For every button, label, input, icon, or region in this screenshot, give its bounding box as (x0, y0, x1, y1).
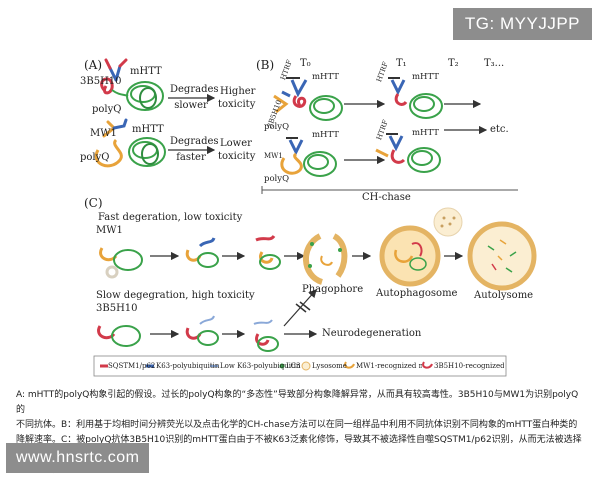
panel-b-t0-lower-complex (280, 137, 337, 177)
legend-item-p62: SQSTM1/p62 (108, 362, 156, 370)
panel-c-fast-title: Fast degeration, low toxicity (98, 212, 243, 223)
panel-a-row2-toxicity-level: Lower (220, 138, 252, 149)
legend-item-lc3: LC3 (286, 362, 301, 370)
caption-line-1: A: mHTT的polyQ构象引起的假设。过长的polyQ构象的“多态性”导致部… (16, 390, 579, 415)
panel-a-row1-target: mHTT (130, 66, 162, 77)
panel-a-row2-target: mHTT (132, 124, 164, 135)
panel-b-time-t1: T₁ (396, 58, 407, 69)
legend-item-3b5h10-species: 3B5H10-recognized mHTT species (434, 362, 504, 370)
legend-item-mw1-species: MW1-recognized mHTT species (356, 362, 422, 370)
panel-a-row1-toxicity-level: Higher (220, 86, 256, 97)
panel-b-t0-upper-complex (273, 77, 343, 121)
panel-a-row1-degrades: Degrades (170, 84, 219, 95)
panel-a-row2-degrades: Degrades (170, 136, 219, 147)
panel-b-etc: etc. (490, 124, 509, 135)
panel-c-fast-mhtt (99, 247, 143, 279)
panel-b-time-t0: T₀ (300, 58, 311, 69)
panel-c-neurodegeneration-label: Neurodegeneration (322, 328, 422, 339)
panel-a-row1-rate: slower (174, 100, 208, 111)
legend-box (93, 355, 507, 377)
panel-b-polyq-upper: polyQ (264, 122, 290, 132)
panel-b-t1-upper-complex (388, 77, 443, 119)
panel-b-mhtt-t0-lower: mHTT (312, 130, 339, 140)
panel-c-autolysome-label: Autolysome (474, 290, 534, 301)
panel-a-row1-polyq: polyQ (92, 104, 122, 115)
panel-b-polyq-lower: polyQ (264, 174, 290, 184)
panel-b (261, 77, 518, 194)
panel-c-slow-no-p62 (253, 319, 279, 352)
panel-b-mhtt-t1-upper: mHTT (412, 72, 439, 82)
panel-c-phagophore (303, 233, 348, 285)
panel-b-time-t2: T₂ (448, 58, 459, 69)
panel-c-fast-ubiquitinated (185, 237, 219, 268)
legend-item-k63: K63-polyubiquitin (156, 362, 220, 370)
panel-a-row2-polyq: polyQ (80, 152, 110, 163)
panel-c-phagophore-label: Phagophore (302, 284, 364, 295)
panel-c-slow-mhtt (97, 325, 141, 347)
panel-c-p62-binding (255, 235, 281, 270)
panel-c-label: (C) (84, 196, 103, 210)
panel-c (93, 207, 537, 377)
panel-a-row1-toxicity: toxicity (218, 99, 256, 110)
panel-a (94, 58, 216, 168)
panel-c-lysosome (433, 207, 463, 237)
panel-a-row2-antibody: MW1 (90, 128, 117, 139)
panel-b-label: (B) (256, 58, 275, 72)
panel-b-mhtt-t1-lower: mHTT (412, 128, 439, 138)
panel-a-row2-rate: faster (176, 152, 206, 163)
panel-a-row1-antibody: 3B5H10 (80, 76, 122, 87)
panel-a-label: (A) (84, 58, 103, 72)
panel-b-mhtt-t0-upper: mHTT (312, 72, 339, 82)
tg-badge: TG: MYYJJPP (452, 8, 592, 40)
legend-item-lysosome: Lysosome (312, 362, 347, 370)
panel-c-autophagosome (379, 225, 441, 287)
legend-item-low-k63: Low K63-polyubiquitin (220, 362, 301, 370)
panel-a-row2-mhtt-protein (94, 118, 166, 168)
panel-c-autophagosome-label: Autophagosome (376, 288, 458, 299)
panel-b-chase-label: CH-chase (362, 192, 411, 203)
panel-a-row1-mhtt-protein (100, 58, 164, 111)
panel-c-3b5h10-label: 3B5H10 (96, 303, 138, 314)
panel-a-row2-toxicity: toxicity (218, 151, 256, 162)
panel-b-time-t3: T₃... (484, 58, 505, 69)
panel-c-slow-low-ubiquitin (185, 315, 219, 346)
caption-line-2: 不同抗体。B：利用基于均相时间分辨荧光以及点击化学的CH-chase方法可以在同… (16, 420, 578, 430)
website-watermark: www.hnsrtc.com (6, 443, 150, 473)
panel-c-slow-title: Slow degegration, high toxicity (96, 290, 255, 301)
panel-c-mw1-label: MW1 (96, 225, 123, 236)
legend-swatches (100, 361, 433, 371)
panel-b-t1-lower-complex (375, 133, 441, 173)
panel-b-ab-mw1: MW1 (264, 152, 283, 160)
panel-c-autolysome (467, 221, 537, 291)
